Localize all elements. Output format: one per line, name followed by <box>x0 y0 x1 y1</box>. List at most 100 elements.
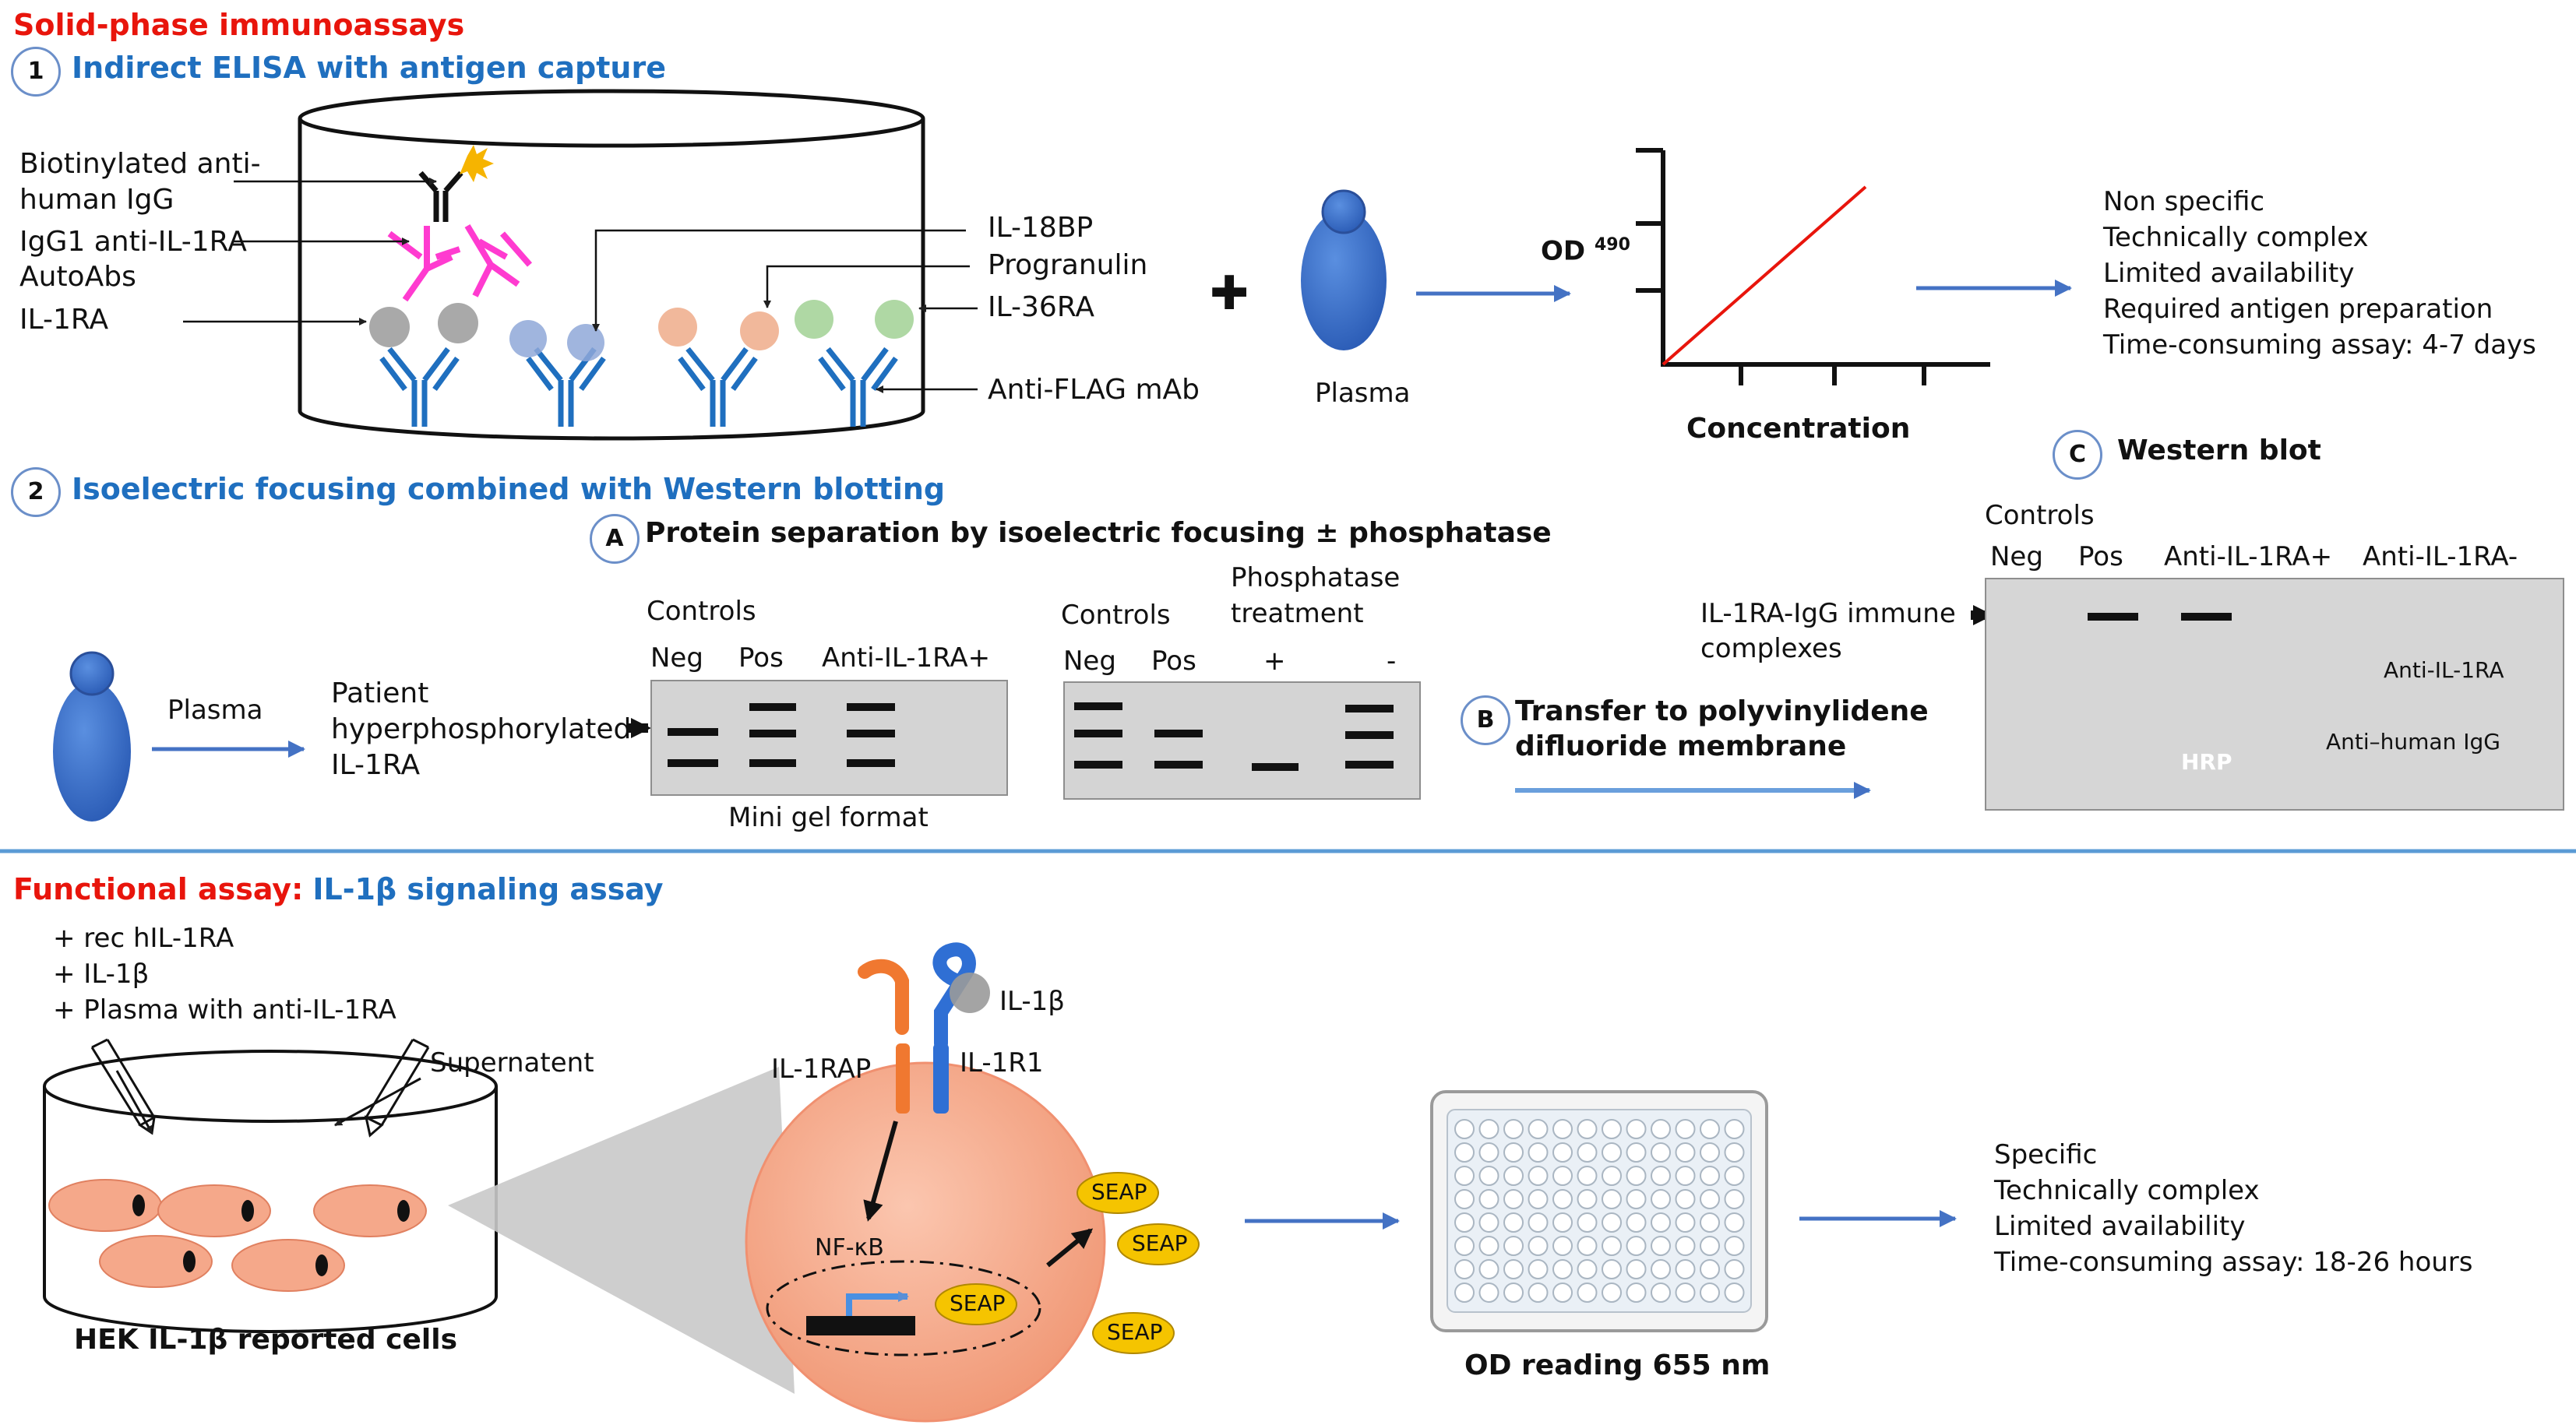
label-il1ra: IL-1RA <box>19 304 109 336</box>
plate-well <box>1724 1189 1745 1209</box>
plate-well <box>1577 1142 1598 1163</box>
plate-well <box>1478 1212 1499 1233</box>
part-a-title: Protein separation by isoelectric focusi… <box>645 517 1552 549</box>
plasma-label-1: Plasma <box>1315 378 1411 409</box>
seap-label-2: SEAP <box>1132 1230 1188 1256</box>
gel2-band <box>1154 761 1203 769</box>
nfkb-label: NF-κB <box>815 1234 884 1261</box>
cells-caption: HEK IL-1β reported cells <box>74 1324 457 1356</box>
plate-well <box>1602 1142 1622 1163</box>
plate-well <box>1478 1236 1499 1256</box>
plate-well <box>1478 1119 1499 1139</box>
gel2-band <box>1074 761 1122 769</box>
western-blot-membrane <box>1985 578 2564 811</box>
gel2-pos: Pos <box>1151 646 1196 677</box>
plate-well <box>1478 1142 1499 1163</box>
elisa-char-3: Limited availability <box>2103 258 2355 289</box>
biotinylated-anti-human-igg <box>418 171 463 222</box>
plate-well <box>1675 1236 1696 1256</box>
plate-well <box>1602 1259 1622 1279</box>
plate-well <box>1700 1259 1720 1279</box>
label-antiflag: Anti-FLAG mAb <box>988 374 1200 406</box>
gel1-pos: Pos <box>738 642 784 674</box>
step-2-badge: 2 <box>11 467 61 517</box>
gel2-phos-line1: Phosphatase <box>1231 562 1401 593</box>
gel1-band <box>847 730 895 737</box>
elisa-char-1: Non specific <box>2103 186 2265 217</box>
il-1r1-receptor <box>932 942 976 1114</box>
plate-well <box>1651 1236 1671 1256</box>
gel2-band <box>1345 705 1394 712</box>
plate-well <box>1503 1236 1524 1256</box>
label-igg1-line1: IgG1 anti-IL-1RA <box>19 226 247 258</box>
wb-anti-pos: Anti-IL-1RA+ <box>2164 541 2333 572</box>
arrow-progranulin <box>763 265 970 308</box>
plate-well <box>1478 1282 1499 1303</box>
hrp-label: HRP <box>2181 749 2232 775</box>
section1-title: Solid-phase immunoassays <box>13 8 465 42</box>
plasma-label-2: Plasma <box>167 695 263 726</box>
plate-well <box>1528 1236 1549 1256</box>
plate-well <box>1626 1142 1647 1163</box>
part-c-title: Western blot <box>2117 435 2321 466</box>
plate-well <box>1724 1259 1745 1279</box>
label-il36ra: IL-36RA <box>988 291 1095 323</box>
plate-well <box>1552 1236 1573 1256</box>
person-icon-plasma-1 <box>1301 189 1387 350</box>
part-c-badge: C <box>2053 430 2102 480</box>
plate-well <box>1577 1189 1598 1209</box>
plate-well <box>1454 1236 1475 1256</box>
plate-well <box>1454 1119 1475 1139</box>
plate-well <box>1503 1282 1524 1303</box>
wb-anti-neg: Anti-IL-1RA- <box>2363 541 2518 572</box>
step-1-badge: 1 <box>11 47 61 97</box>
plate-well <box>1454 1166 1475 1186</box>
gel2-band <box>1252 763 1299 771</box>
od-chart <box>1636 148 1990 385</box>
seap-label-4: SEAP <box>1107 1319 1163 1345</box>
il-1rap-receptor <box>858 959 910 1114</box>
elisa-char-4: Required antigen preparation <box>2103 294 2493 325</box>
label-il18bp: IL-18BP <box>988 212 1094 244</box>
plate-well <box>1454 1282 1475 1303</box>
gel2-band <box>1345 761 1394 769</box>
plate-well <box>1503 1212 1524 1233</box>
nucleus <box>766 1260 1041 1356</box>
plate-well <box>1478 1189 1499 1209</box>
zoom-cone <box>448 1067 795 1394</box>
plate-well <box>1626 1119 1647 1139</box>
anti-flag-antibodies <box>379 347 898 427</box>
label-progranulin: Progranulin <box>988 249 1148 281</box>
gel2-minus: - <box>1387 646 1397 677</box>
wb-anti-human-igg-label: Anti–human IgG <box>2326 729 2500 755</box>
person-icon-plasma-2 <box>53 651 131 822</box>
assay-additions: + rec hIL-1RA + IL-1β + Plasma with anti… <box>53 920 396 1028</box>
part-a-badge: A <box>590 514 640 564</box>
hek-cells <box>48 1179 427 1292</box>
concentration-axis-label: Concentration <box>1686 413 1911 445</box>
plate-well <box>1454 1259 1475 1279</box>
promoter-arrow <box>846 1291 909 1316</box>
gel2-band <box>1154 730 1203 737</box>
plate-well <box>1577 1166 1598 1186</box>
elisa-char-2: Technically complex <box>2103 222 2369 253</box>
addition-3: + Plasma with anti-IL-1RA <box>53 994 396 1026</box>
plate-well <box>1700 1189 1720 1209</box>
wb-controls: Controls <box>1985 500 2095 531</box>
gel1-anti: Anti-IL-1RA+ <box>822 642 991 674</box>
gel1-band <box>847 759 895 767</box>
gel1-band <box>749 730 796 737</box>
supernatant-label: Supernatent <box>430 1047 594 1078</box>
plate-well <box>1626 1212 1647 1233</box>
plate-well <box>1552 1119 1573 1139</box>
plate-well <box>1626 1259 1647 1279</box>
plate-well <box>1651 1189 1671 1209</box>
gel1-band <box>668 759 718 767</box>
captured-antigens <box>369 300 914 361</box>
gel2-controls: Controls <box>1061 600 1171 631</box>
functional-char-1: Specific <box>1994 1139 2098 1170</box>
gel2-band <box>1074 730 1122 737</box>
plus-icon: ✚ <box>1210 266 1249 321</box>
functional-char-4: Time-consuming assay: 18-26 hours <box>1994 1247 2473 1278</box>
